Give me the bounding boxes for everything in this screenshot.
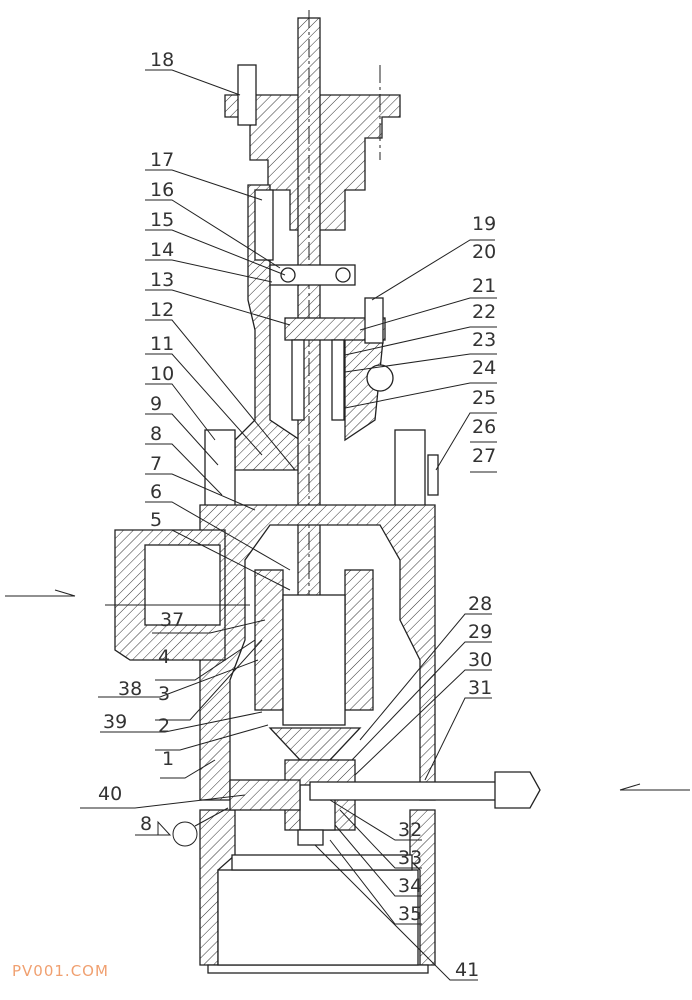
svg-text:31: 31 [468, 677, 492, 699]
svg-text:1: 1 [162, 748, 174, 770]
svg-text:26: 26 [472, 416, 496, 438]
svg-text:21: 21 [472, 275, 496, 297]
svg-text:39: 39 [103, 711, 127, 733]
svg-text:28: 28 [468, 593, 492, 615]
svg-text:17: 17 [150, 149, 174, 171]
svg-text:2: 2 [158, 715, 170, 737]
watermark: PV001.COM [12, 962, 109, 980]
svg-text:32: 32 [398, 819, 422, 841]
svg-text:16: 16 [150, 179, 174, 201]
svg-text:35: 35 [398, 903, 422, 925]
svg-text:4: 4 [158, 646, 170, 668]
svg-text:30: 30 [468, 649, 492, 671]
bolt-18 [237, 64, 257, 126]
svg-text:20: 20 [472, 241, 496, 263]
right-callouts: 19 20 21 22 23 24 25 26 27 28 29 30 31 3… [314, 213, 497, 981]
svg-text:3: 3 [158, 683, 170, 705]
weld-symbol: 8 [140, 813, 152, 835]
svg-text:9: 9 [150, 393, 162, 415]
svg-text:18: 18 [150, 49, 174, 71]
svg-text:38: 38 [118, 678, 142, 700]
svg-text:23: 23 [472, 329, 496, 351]
svg-text:11: 11 [150, 333, 174, 355]
svg-text:12: 12 [150, 299, 174, 321]
svg-text:7: 7 [150, 453, 162, 475]
svg-text:40: 40 [98, 783, 122, 805]
svg-text:22: 22 [472, 301, 496, 323]
drain-pipe [309, 781, 511, 801]
left-callouts: 18 17 16 15 14 13 12 11 10 9 8 7 6 5 37 … [80, 49, 296, 847]
svg-text:37: 37 [160, 609, 184, 631]
svg-text:29: 29 [468, 621, 492, 643]
svg-text:14: 14 [150, 239, 174, 261]
svg-text:19: 19 [472, 213, 496, 235]
svg-text:5: 5 [150, 509, 162, 531]
svg-text:6: 6 [150, 481, 162, 503]
svg-text:27: 27 [472, 445, 496, 467]
svg-text:34: 34 [398, 875, 422, 897]
svg-text:25: 25 [472, 387, 496, 409]
svg-text:13: 13 [150, 269, 174, 291]
svg-text:33: 33 [398, 847, 422, 869]
svg-text:8: 8 [150, 423, 162, 445]
svg-text:41: 41 [455, 959, 479, 981]
svg-text:24: 24 [472, 357, 496, 379]
svg-text:10: 10 [150, 363, 174, 385]
svg-text:15: 15 [150, 209, 174, 231]
